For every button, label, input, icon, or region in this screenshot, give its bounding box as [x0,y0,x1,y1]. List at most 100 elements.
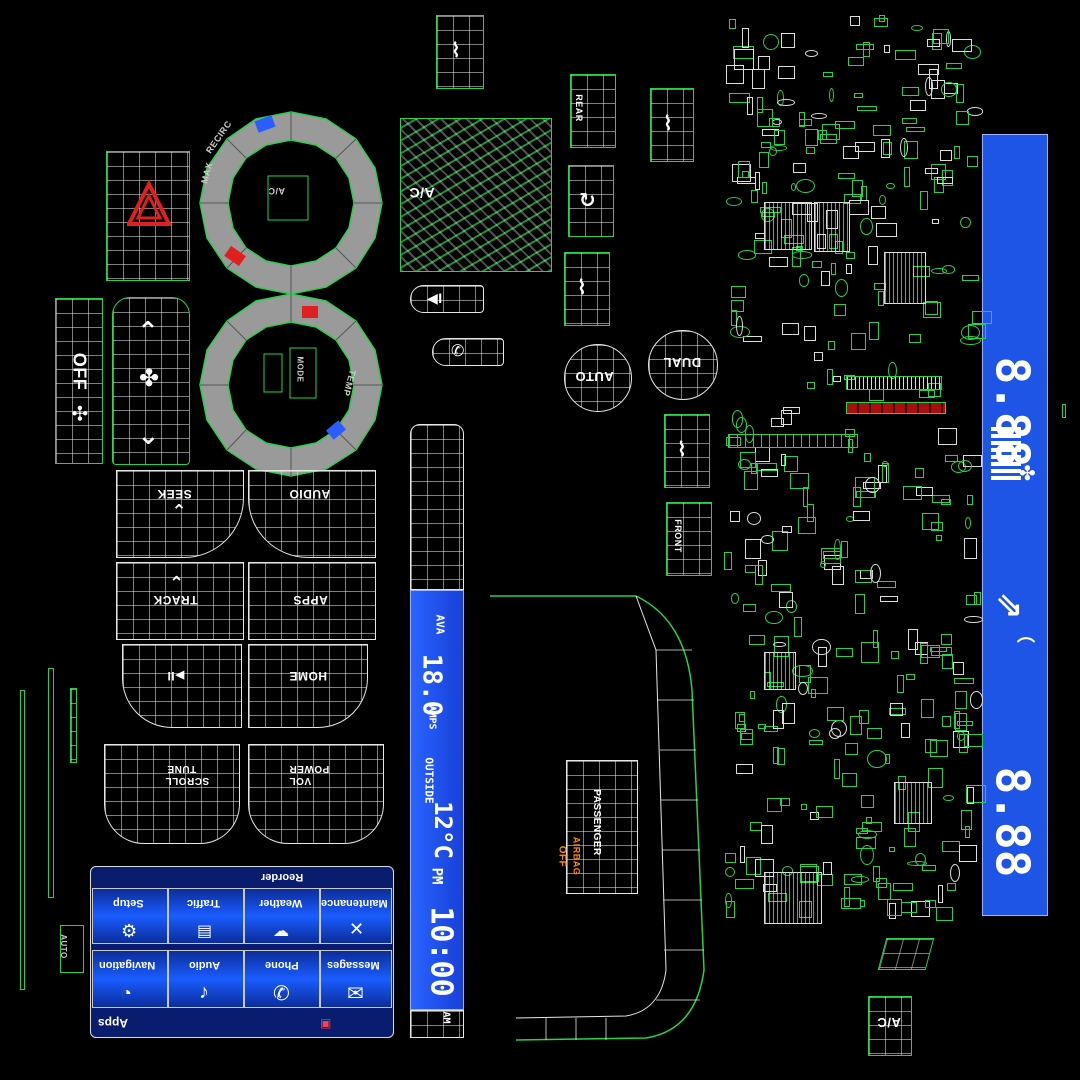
sprite-part [805,50,818,58]
hazard-button[interactable] [106,151,190,281]
sprite-part [941,715,952,727]
sprite-part [931,218,940,225]
phone-tile[interactable]: Phone ✆ [244,950,320,1008]
seat-heat-button[interactable]: ⌇ [564,252,610,326]
auto-button[interactable]: AUTO [564,344,632,412]
sprite-part [864,453,871,463]
sprite-part [760,141,772,149]
sprite-part [746,857,762,876]
sprite-part [782,526,793,534]
rear-label: REAR [573,94,584,122]
traffic-tile[interactable]: Traffic ▤ [168,888,244,944]
radio-bezel [410,424,464,590]
sprite-part [794,616,802,638]
sprite-part [868,389,885,402]
seek-button[interactable]: SEEK ⌄ [116,470,244,558]
apps-button[interactable]: APPS [248,562,376,640]
vent-strip [846,376,942,390]
sprite-part [806,504,815,522]
climate-knob-bottom[interactable] [198,292,384,478]
sprite-part [954,145,961,159]
front-defrost-button[interactable]: FRONT [666,502,712,576]
sprite-part [806,382,815,390]
sprite-part [776,747,785,765]
dual-button[interactable]: DUAL [648,330,718,400]
audio-tile[interactable]: Audio ♪ [168,950,244,1008]
radio-ava-label: AVA [433,614,447,635]
recirc-button[interactable]: ↻ [568,165,614,237]
seat-heat-button[interactable]: ⌇ [436,15,484,89]
sprite-part [834,758,841,780]
play-button[interactable]: ◀I [410,285,484,313]
sprite-mesh-block [764,202,812,250]
sprite-part [843,193,862,205]
play-pause-label: ▶II [167,669,185,683]
sprite-part [957,721,973,727]
sprite-part [924,76,933,96]
messages-tile[interactable]: Messages ✉ [320,950,392,1008]
seat-heat-button[interactable]: ⌇ [664,414,710,488]
reorder-label[interactable]: Reorder [261,871,304,883]
sprite-part [769,145,788,151]
fan-speed-control[interactable]: ⌃ ✤ ⌃ [112,297,190,465]
sprite-part [808,677,829,694]
power-vol-button[interactable]: VOL POWER [248,744,384,844]
fan-off-panel[interactable]: OFF ✣ [55,298,103,464]
fan-icon: ✤ [139,365,160,392]
chevron-down-icon: ⌄ [171,500,187,520]
setup-tile[interactable]: Setup ⚙ [92,888,168,944]
play-pause-button[interactable]: ▶II [122,644,242,728]
sprite-part [791,251,813,259]
climate-knob-top[interactable] [198,110,384,296]
radio-bezel-bottom [410,1010,464,1038]
chevron-down-icon[interactable]: ⌃ [137,419,160,449]
sprite-part [964,538,977,559]
sprite-part [755,565,764,586]
sprite-part [855,44,874,51]
dash-trim-frame [490,595,705,1041]
sprite-part [809,740,824,746]
chevron-up-icon[interactable]: ⌃ [137,316,160,346]
sprite-part [781,453,787,466]
sprite-part [742,28,749,49]
ac-button[interactable]: A/C [868,996,912,1056]
navigation-tile[interactable]: Navigation ◔ [92,950,168,1008]
weather-tile[interactable]: Weather ☁ [244,888,320,944]
sprite-part [919,190,929,210]
sprite-part [919,389,936,398]
music-note-icon: ♪ [199,981,209,1003]
maintenance-tile[interactable]: Maintenance ✕ [320,888,392,944]
sprite-part [831,263,837,275]
sprite-part [750,691,756,699]
sprite-part [926,39,941,47]
sprite-part [829,728,842,740]
phone-button[interactable]: ✆ [432,338,504,366]
sprite-part [790,183,797,191]
sprite-part [877,290,884,306]
sprite-part [805,129,819,147]
sprite-part [821,271,830,286]
sprite-part [854,142,876,152]
seat-heat-button[interactable]: ⌇ [650,88,694,162]
home-button[interactable]: HOME [248,644,368,728]
sprite-part [882,460,888,468]
sprite-part [861,185,868,201]
sprite-part [970,691,984,709]
sprite-part [823,72,833,77]
sprite-part [817,647,827,668]
sprite-part [792,162,806,174]
sprite-part [771,583,792,593]
sprite-part [771,418,785,427]
fan-level-bars [991,427,1021,483]
tune-scroll-button[interactable]: SCROLL TUNE [104,744,240,844]
audio-button[interactable]: AUDIO [248,470,376,558]
sprite-part [844,743,858,755]
rear-defrost-button[interactable]: REAR [570,74,616,148]
apps-label[interactable]: Apps [98,1016,128,1030]
dual-label: DUAL [663,355,702,370]
sprite-part [746,96,753,116]
track-button[interactable]: ⌃ TRACK [116,562,244,640]
sprite-part [843,145,859,160]
sprite-part [798,274,810,287]
airbag-label: AIRBAG [571,836,582,876]
